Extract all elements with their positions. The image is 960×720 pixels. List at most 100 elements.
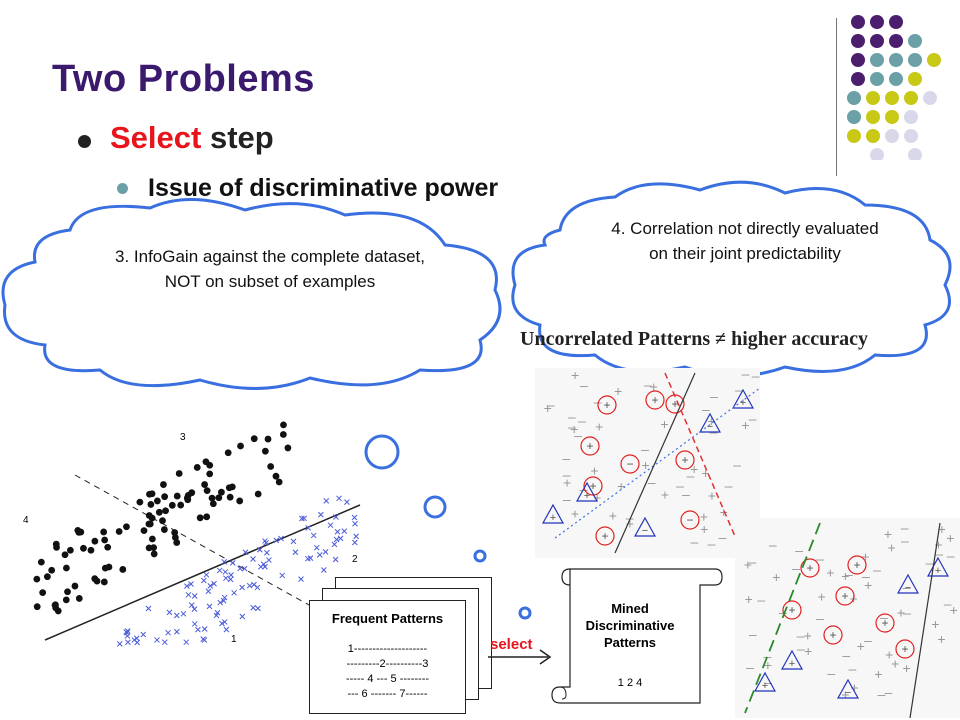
blue-cross [336,495,342,502]
sample-mark: + [885,646,893,662]
blue-cross [254,584,261,591]
black-dot [91,575,99,583]
black-dot [201,481,209,488]
blue-cross [154,637,160,643]
black-dot [175,470,183,477]
blue-cross [262,538,268,544]
blue-cross [298,576,304,582]
grid-dot [885,129,899,143]
support-vector-circle: + [847,555,867,575]
black-dot [101,564,109,572]
blue-cross [205,588,212,595]
black-dot [159,517,166,525]
black-boundary [909,522,941,718]
blue-cross [140,631,147,638]
svg-text:+: + [789,658,795,670]
svg-text:+: + [586,439,593,453]
sample-mark: – [880,609,888,625]
blue-cross [201,626,208,632]
black-dot [218,488,225,496]
black-dot [62,564,70,572]
sample-mark: + [593,489,601,505]
blue-cross [290,538,297,545]
support-vector-circle: + [823,625,843,645]
blue-cross [123,629,130,635]
blue-cross [310,532,317,539]
sample-mark: + [826,564,834,580]
svg-text:+: + [603,398,610,412]
frequent-patterns-lines: 1-------------------- ---------2--------… [310,642,465,702]
grid-dot [851,34,865,48]
black-dot [254,490,262,498]
sample-mark: – [763,648,771,664]
sample-mark: + [661,486,669,502]
blue-cross [333,536,340,543]
sample-mark: + [857,638,865,654]
sample-mark: + [938,521,946,537]
sample-mark: – [903,579,911,595]
sample-mark: – [849,660,857,676]
blue-cross [191,593,198,599]
sample-mark: – [903,605,911,621]
black-dot [51,601,59,609]
sample-mark: + [903,660,911,676]
sample-mark: – [749,626,757,642]
svg-text:+: + [881,616,888,630]
black-dot [173,539,181,546]
grid-dot [889,34,903,48]
sample-mark: – [578,412,586,428]
sample-mark: + [874,666,882,682]
sample-mark: + [614,383,622,399]
blue-cross [188,602,195,608]
sample-mark: – [792,560,800,576]
black-dot [206,470,214,478]
sample-mark: + [708,488,716,504]
grid-dot [904,129,918,143]
blue-cross [227,576,234,583]
left-thought-cloud [1,198,502,391]
sample-mark: – [749,554,757,570]
support-vector-circle: + [782,600,802,620]
sample-mark: + [764,657,772,673]
sample-mark: – [764,674,772,690]
support-vector-triangle: + [575,481,599,502]
black-dot [100,528,108,536]
sample-mark: + [595,419,603,435]
grid-dot [923,91,937,105]
dashed-projection-line [74,474,346,626]
black-dot [53,543,60,551]
blue-cross [304,555,311,562]
blue-cross [145,605,152,612]
blue-cross [206,603,213,610]
support-vector-circle: − [680,510,700,530]
sample-mark: – [816,551,824,567]
black-dot [250,435,258,443]
axis-label-2: 2 [352,554,358,565]
black-dot [203,487,211,495]
black-dot [236,497,244,505]
blue-cross [221,559,228,565]
sample-mark: + [772,569,780,585]
grid-dot [870,72,884,86]
sample-mark: – [935,546,943,562]
left-cloud-text: 3. InfoGain against the complete dataset… [115,247,425,291]
sample-mark: – [795,542,803,558]
black-dot [80,544,87,552]
black-dot [206,461,214,469]
grid-dot [847,91,861,105]
sample-mark: – [641,441,649,457]
blue-cross [217,599,224,606]
sample-mark: + [891,656,899,672]
black-dot [150,544,158,552]
black-dot [64,588,71,596]
blue-cross [337,535,344,542]
sample-mark: + [642,457,650,473]
trail-circle-small [473,549,487,563]
grid-dot [847,129,861,143]
sample-mark: + [841,687,849,703]
support-vector-triangle: − [896,573,920,594]
sample-mark: – [563,491,571,507]
formula-left: Uncorrelated Patterns [520,328,711,350]
support-vector-circle: + [597,395,617,415]
grid-dot [908,34,922,48]
